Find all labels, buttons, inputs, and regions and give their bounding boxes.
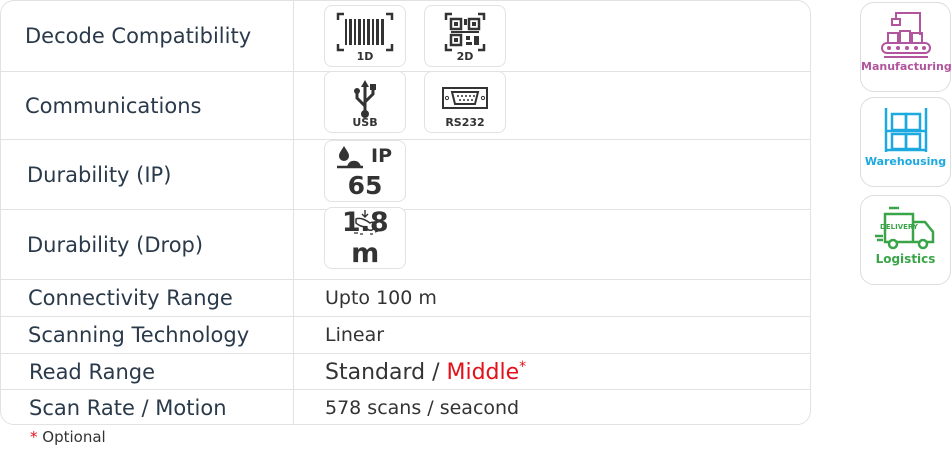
spec-row-decode: Decode Compatibility [1, 1, 810, 72]
usb-icon [354, 80, 376, 118]
spec-value: Standard / Middle* [325, 358, 526, 384]
decode-1d-badge: 1D [324, 5, 406, 67]
spec-value: Upto 100 m [325, 287, 437, 309]
spec-row-scan-rate: Scan Rate / Motion 578 scans / seacond [1, 390, 810, 424]
spec-label: Read Range [29, 359, 155, 384]
drop-value: 1.8 m [341, 207, 389, 269]
industry-label: Logistics [875, 252, 936, 266]
water-drop-icon [337, 146, 363, 169]
industry-card-warehousing[interactable]: Warehousing [860, 97, 951, 187]
spec-label: Connectivity Range [28, 286, 233, 310]
ip-rating-badge: IP 65 [324, 140, 406, 202]
icon-caption: USB [352, 116, 378, 129]
rs232-badge: RS232 [424, 71, 506, 133]
spec-value: 578 scans / seacond [325, 396, 520, 419]
spec-row-drop: Durability (Drop) [1, 210, 810, 280]
industry-card-logistics[interactable]: DELIVERY Logistics [860, 195, 951, 285]
spec-label: Durability (Drop) [27, 232, 204, 257]
warehouse-shelf-icon [884, 108, 927, 152]
ip-tag: IP [371, 145, 392, 167]
svg-text:DELIVERY: DELIVERY [880, 223, 919, 231]
value-standard: Standard / [325, 359, 447, 385]
manufacturing-icon [880, 12, 931, 58]
footnote-marker: * [30, 428, 38, 446]
spec-label: Communications [25, 93, 202, 118]
spec-value: Linear [325, 324, 385, 346]
icon-caption: 2D [456, 50, 474, 63]
optional-footnote: * Optional [30, 428, 106, 446]
industry-label: Warehousing [864, 155, 947, 168]
spec-row-connectivity: Connectivity Range Upto 100 m [1, 280, 810, 317]
usb-badge: USB [324, 71, 406, 133]
spec-label: Durability (IP) [27, 162, 172, 187]
industry-label: Manufacturing [861, 60, 952, 73]
rs232-icon [442, 87, 488, 109]
spec-label: Decode Compatibility [25, 24, 252, 48]
column-divider [293, 1, 294, 424]
drop-test-icon [350, 210, 379, 235]
qr-code-2d-icon [444, 12, 486, 52]
industry-card-manufacturing[interactable]: Manufacturing [860, 2, 952, 92]
spec-row-ip: Durability (IP) [1, 140, 810, 210]
spec-table: Decode Compatibility Communications Dura… [0, 0, 811, 425]
spec-label: Scanning Technology [28, 323, 250, 347]
spec-row-communications: Communications [1, 72, 810, 140]
spec-row-scanning: Scanning Technology Linear [1, 317, 810, 354]
drop-rating-badge: 1.8 m [324, 207, 406, 269]
icon-caption: RS232 [445, 116, 485, 129]
delivery-truck-icon: DELIVERY [874, 206, 934, 250]
value-middle: Middle [446, 359, 520, 385]
icon-caption: 1D [356, 50, 374, 63]
barcode-1d-icon [336, 12, 394, 52]
ip-value: 65 [347, 171, 383, 200]
footnote-text: Optional [37, 428, 106, 446]
spec-row-read-range: Read Range Standard / Middle* [1, 354, 810, 390]
decode-2d-badge: 2D [424, 5, 506, 67]
spec-label: Scan Rate / Motion [29, 395, 227, 420]
optional-marker: * [519, 358, 527, 375]
